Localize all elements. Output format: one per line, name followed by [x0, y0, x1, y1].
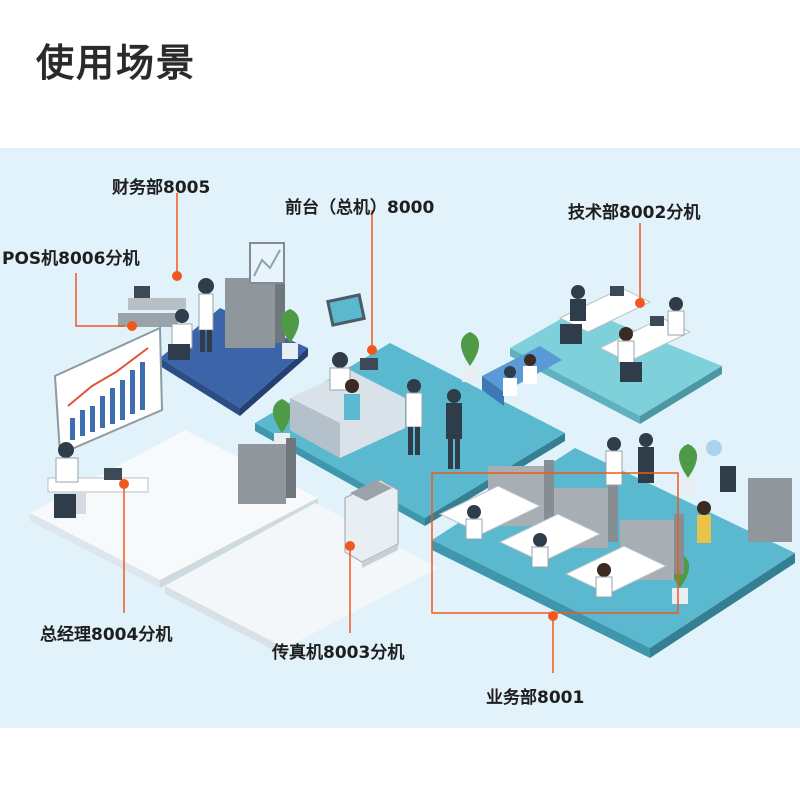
callout-finance: 财务部8005 — [112, 178, 211, 198]
reception-desk — [290, 293, 405, 458]
callout-reception: 前台（总机）8000 — [285, 198, 435, 218]
callout-fax: 传真机8003分机 — [272, 643, 405, 663]
callout-pos: POS机8006分机 — [2, 249, 140, 269]
tech-desks — [558, 285, 692, 382]
page-title: 使用场景 — [36, 41, 197, 85]
callout-sales: 业务部8001 — [486, 688, 585, 708]
office-illustration — [30, 193, 795, 673]
copier — [344, 479, 399, 568]
presentation-board — [53, 326, 164, 456]
callout-tech: 技术部8002分机 — [568, 203, 701, 223]
sales-cubicles — [438, 433, 792, 598]
reception-visitors — [405, 379, 462, 469]
filing-cabinet — [238, 438, 296, 504]
callout-dots — [119, 271, 645, 621]
callout-gm: 总经理8004分机 — [40, 625, 173, 645]
office-scene: 财务部8005 POS机8006分机 前台（总机）8000 技术部8002分机 … — [0, 148, 800, 728]
lounge-sofa — [482, 346, 562, 406]
